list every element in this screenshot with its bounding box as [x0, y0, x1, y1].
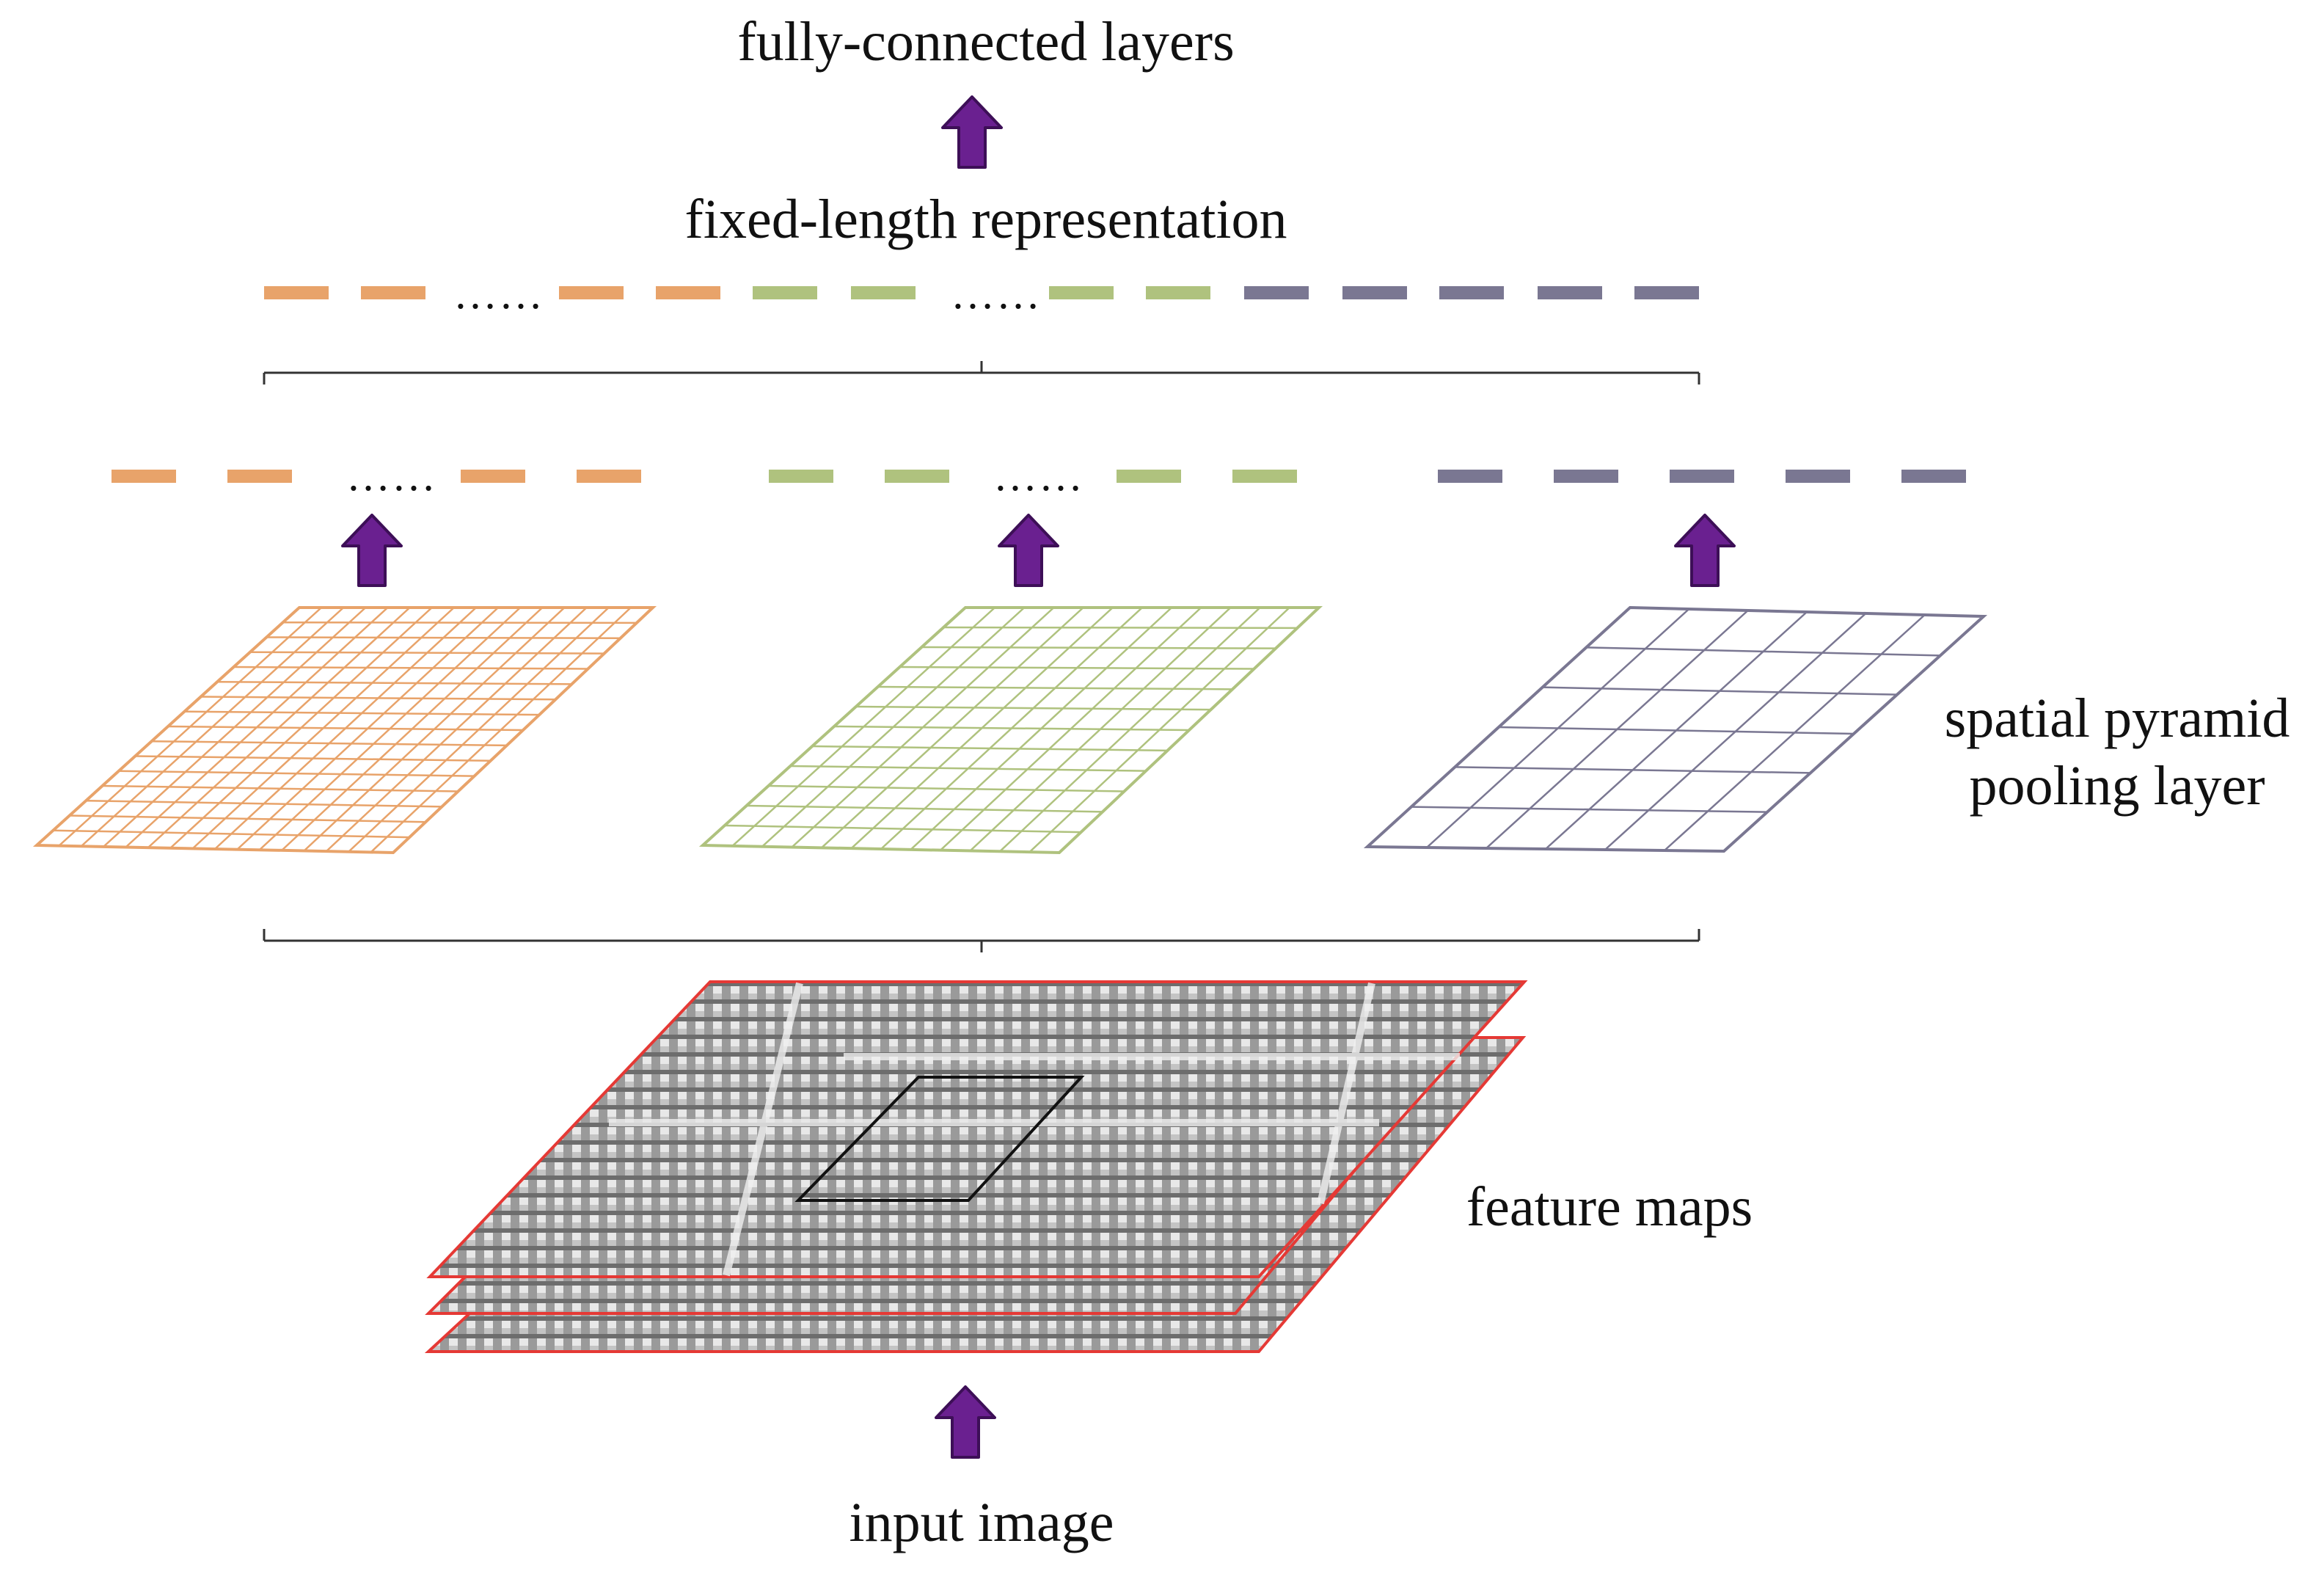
level-dash-3: [461, 470, 525, 483]
fixed-dash-5: [753, 286, 817, 299]
grid-green-row-line-11: [724, 824, 1081, 834]
grid-orange-col-line-12: [303, 607, 566, 852]
grid-orange-col-line-13: [326, 607, 588, 853]
fixed-dash-2: [361, 286, 425, 299]
green-ellipsis: ……: [993, 451, 1084, 500]
spp-label-line2: pooling layer: [1969, 755, 2265, 817]
grid-orange-col-line-14: [348, 607, 610, 853]
arrow-orange-icon: [341, 514, 403, 587]
pyramid-grid-medium: [698, 606, 1323, 855]
fixed-ellipsis-1: ……: [453, 269, 544, 318]
pooled-vectors: [112, 470, 1966, 483]
grid-orange-row-line-15: [53, 829, 410, 839]
grid-orange-col-line-11: [281, 607, 544, 851]
grid-orange-outline: [32, 606, 657, 855]
feature-maps-stack: [424, 980, 1528, 1353]
grid-slate-col-line-5: [1664, 614, 1926, 851]
grid-orange-row-line-12: [102, 784, 458, 792]
grid-orange-row-line-14: [69, 814, 426, 823]
level-dash-4: [577, 470, 641, 483]
arrow-from-input-icon: [935, 1385, 996, 1459]
fixed-dash-11: [1439, 286, 1504, 299]
grid-orange-row-line-9: [151, 740, 507, 747]
arrow-green-icon: [998, 514, 1059, 587]
level-dash-10: [1554, 470, 1618, 483]
arrow-slate-icon: [1674, 514, 1736, 587]
pooling-window: [794, 1076, 1085, 1202]
level-dash-13: [1901, 470, 1966, 483]
grid-green-row-line-8: [790, 765, 1147, 772]
input-image-label: input image: [849, 1492, 1114, 1553]
grid-green-col-line-10: [999, 607, 1261, 853]
grid-orange-row-line-10: [135, 755, 491, 762]
fixed-dash-7: [1049, 286, 1114, 299]
fixed-ellipsis-2: ……: [951, 269, 1042, 318]
level-dash-9: [1438, 470, 1502, 483]
fixed-dash-12: [1538, 286, 1602, 299]
fixed-dash-1: [264, 286, 329, 299]
grid-orange-col-line-15: [370, 607, 632, 853]
level-dash-2: [227, 470, 292, 483]
level-dash-7: [1117, 470, 1181, 483]
fixed-dash-10: [1342, 286, 1407, 299]
level-dash-11: [1670, 470, 1734, 483]
level-dash-12: [1786, 470, 1850, 483]
concat-bracket: [263, 361, 1700, 384]
level-dash-6: [885, 470, 949, 483]
grid-orange-col-line-10: [258, 607, 522, 851]
grid-orange-col-line-8: [214, 607, 477, 850]
grid-slate-row-line-4: [1455, 766, 1811, 774]
grid-green-col-line-11: [1028, 607, 1290, 853]
level-dash-1: [112, 470, 176, 483]
level-dash-8: [1232, 470, 1297, 483]
fixed-dash-3: [559, 286, 624, 299]
grid-orange-row-line-13: [86, 800, 442, 808]
fully-connected-label: fully-connected layers: [737, 11, 1234, 73]
fixed-dash-8: [1146, 286, 1210, 299]
grid-green-row-line-7: [812, 745, 1168, 752]
fixed-length-label: fixed-length representation: [685, 189, 1287, 250]
pooling-bracket: [263, 929, 1700, 952]
fixed-dash-13: [1634, 286, 1699, 299]
grid-orange-row-line-11: [118, 770, 475, 777]
fixed-dash-9: [1244, 286, 1309, 299]
spp-label-line1: spatial pyramid: [1945, 688, 2290, 749]
fixed-length-vector: [264, 286, 1699, 299]
feature-maps-label: feature maps: [1466, 1176, 1753, 1238]
pyramid-grid-coarse: [1363, 605, 1988, 853]
level-dash-5: [769, 470, 833, 483]
fixed-dash-4: [656, 286, 720, 299]
grid-slate-row-line-5: [1411, 806, 1768, 813]
grid-orange-col-line-9: [236, 607, 499, 850]
orange-ellipsis: ……: [346, 451, 437, 500]
arrow-to-fc-icon: [941, 95, 1003, 169]
pyramid-grid-fine: [32, 606, 657, 855]
fixed-dash-6: [851, 286, 916, 299]
grid-green-row-line-9: [768, 784, 1125, 792]
